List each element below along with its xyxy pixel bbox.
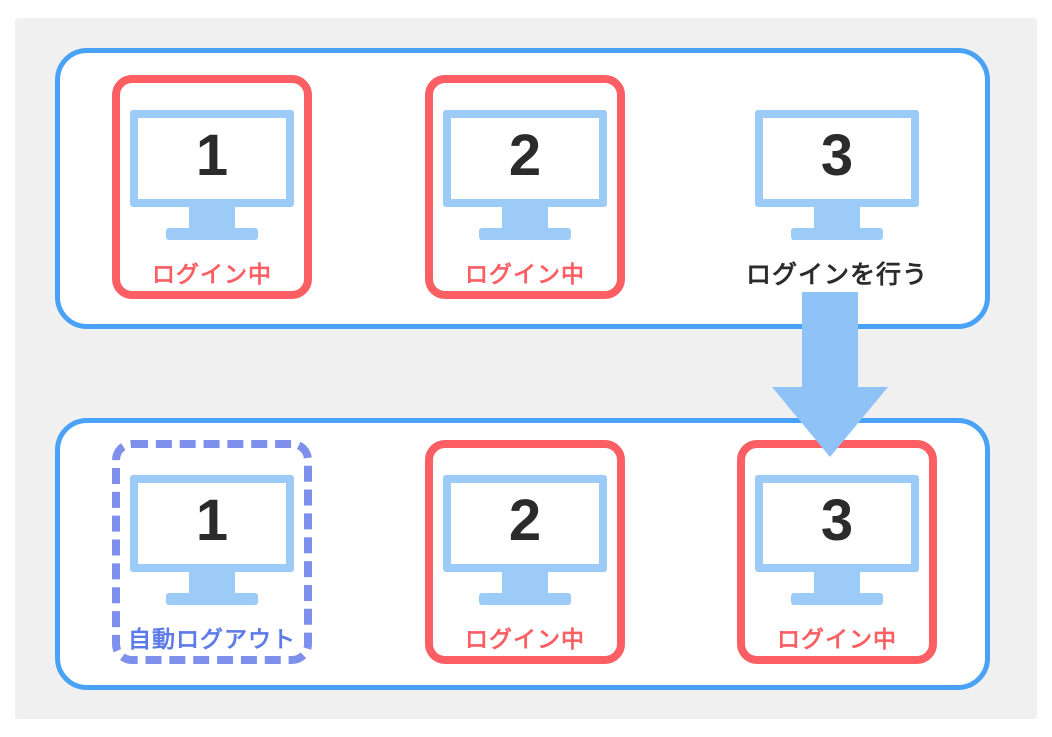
status-label: ログイン中 xyxy=(465,626,585,652)
terminal-number: 2 xyxy=(508,122,542,188)
panel-after: 1 自動ログアウト 2 ログイン中 3 xyxy=(55,418,990,690)
diagram-background: 1 ログイン中 2 ログイン中 3 xyxy=(15,18,1037,719)
terminal-number: 3 xyxy=(820,487,854,553)
terminal-card-1-before: 1 ログイン中 xyxy=(112,75,312,299)
status-label: ログインを行う xyxy=(745,261,928,289)
terminal-number: 3 xyxy=(820,122,854,188)
panel-before: 1 ログイン中 2 ログイン中 3 xyxy=(55,48,990,329)
monitor-icon: 2 xyxy=(443,475,607,605)
monitor-stand xyxy=(189,207,235,228)
monitor-icon: 1 xyxy=(130,475,294,605)
monitor-base xyxy=(479,593,571,605)
down-arrow-icon xyxy=(772,292,888,457)
monitor-stand xyxy=(814,572,860,593)
monitor-base xyxy=(166,593,258,605)
monitor-stand xyxy=(814,207,860,228)
monitor-screen: 2 xyxy=(443,110,607,207)
monitor-base xyxy=(166,228,258,240)
monitor-stand xyxy=(502,572,548,593)
monitor-icon: 3 xyxy=(755,110,919,240)
terminal-number: 2 xyxy=(508,487,542,553)
monitor-icon: 1 xyxy=(130,110,294,240)
terminal-card-3-after: 3 ログイン中 xyxy=(737,440,937,664)
monitor-screen: 1 xyxy=(130,475,294,572)
monitor-screen: 1 xyxy=(130,110,294,207)
terminal-card-3-before: 3 ログインを行う xyxy=(737,75,937,299)
terminal-card-2-before: 2 ログイン中 xyxy=(425,75,625,299)
monitor-base xyxy=(791,593,883,605)
status-label: ログイン中 xyxy=(152,261,272,287)
terminal-card-2-after: 2 ログイン中 xyxy=(425,440,625,664)
monitor-stand xyxy=(502,207,548,228)
status-label: 自動ログアウト xyxy=(128,626,296,652)
monitor-base xyxy=(791,228,883,240)
monitor-icon: 3 xyxy=(755,475,919,605)
monitor-stand xyxy=(189,572,235,593)
monitor-screen: 3 xyxy=(755,110,919,207)
monitor-icon: 2 xyxy=(443,110,607,240)
terminal-number: 1 xyxy=(195,487,229,553)
monitor-screen: 3 xyxy=(755,475,919,572)
monitor-base xyxy=(479,228,571,240)
terminal-card-1-after: 1 自動ログアウト xyxy=(112,440,312,664)
status-label: ログイン中 xyxy=(465,261,585,287)
terminal-number: 1 xyxy=(195,122,229,188)
monitor-screen: 2 xyxy=(443,475,607,572)
status-label: ログイン中 xyxy=(777,626,897,652)
